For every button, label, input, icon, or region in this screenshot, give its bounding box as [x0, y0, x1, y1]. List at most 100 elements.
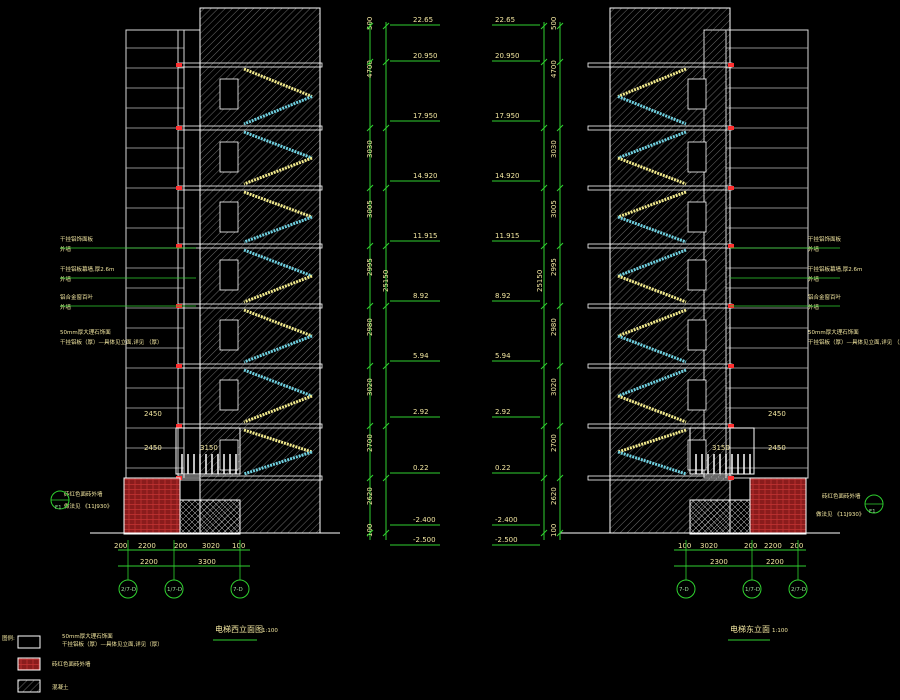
note-right: 外墙 — [808, 303, 820, 311]
slab-edge-marker — [176, 424, 182, 428]
grid-bubble — [676, 579, 696, 599]
stair-flight — [243, 394, 313, 424]
core-window — [687, 319, 707, 351]
stair-flight — [243, 67, 313, 98]
dim-label-right: 100 — [550, 524, 558, 537]
slab-edge-marker — [728, 186, 734, 190]
annotation-callouts: 干挂铝饰面板外墙干挂铝板幕墙,厚2.6m外墙铝合金窗百叶外墙50mm厚大理石饰面… — [60, 235, 900, 518]
stair-flight — [617, 190, 687, 219]
slab-edge-marker — [176, 364, 182, 368]
grid-label: 7-D — [679, 587, 689, 593]
span-label: 2450 — [144, 444, 162, 452]
base-note-right: 砖红色面砖外墙 — [822, 492, 861, 500]
hdim-right-bottom: 2200 — [766, 558, 784, 566]
elevation-left: -2.400 — [413, 516, 436, 524]
stair-flight — [243, 130, 313, 160]
section-label-left: F1 — [55, 505, 62, 511]
base-note-left: 做法见 《11J930》 — [64, 502, 112, 510]
elevation-right: 14.920 — [495, 172, 520, 180]
elevation-left: 8.92 — [413, 292, 429, 300]
core-window — [219, 141, 239, 173]
legend-brick: 砖红色面砖外墙 — [52, 660, 91, 668]
elevation-right: -2.500 — [495, 536, 518, 544]
stair-flight — [617, 308, 687, 338]
stair-flight — [617, 67, 687, 98]
stair-flight — [243, 190, 313, 219]
dim-label-left: 3005 — [366, 200, 374, 218]
dim-label-left: 2995 — [366, 258, 374, 276]
legend-swatch-hatch — [17, 679, 41, 693]
base-note-left: 砖红色面砖外墙 — [64, 490, 103, 498]
grid-bubble — [742, 579, 762, 599]
hdim-left: 3020 — [202, 542, 220, 550]
grid-label: 2/7-D — [121, 587, 136, 593]
core-window — [219, 78, 239, 110]
stair-flight — [243, 368, 313, 398]
hdim-right: 200 — [744, 542, 757, 550]
elevation-right: 17.950 — [495, 112, 520, 120]
dim-label-left: 100 — [366, 524, 374, 537]
dim-label-right: 2700 — [550, 434, 558, 452]
stair-flights — [219, 67, 313, 476]
hdim-left: 100 — [232, 542, 245, 550]
hdim-right: 2200 — [764, 542, 782, 550]
grid-label: 7-D — [233, 587, 243, 593]
stair-flight — [243, 215, 313, 244]
stair-flight — [617, 156, 687, 186]
hdim-left-bottom: 3300 — [198, 558, 216, 566]
core-window — [687, 259, 707, 291]
stair-flight — [617, 130, 687, 160]
span-label: 2450 — [768, 444, 786, 452]
slab-edge-marker — [176, 186, 182, 190]
total-height-right: 25150 — [536, 270, 544, 292]
slab-edge-marker — [176, 126, 182, 130]
stair-flight — [243, 95, 313, 126]
hdim-right: 100 — [678, 542, 691, 550]
stair-flight — [617, 394, 687, 424]
crosshatch-base-right — [689, 499, 751, 535]
grid-label: 1/7-D — [167, 587, 182, 593]
elevation-right: 22.65 — [495, 16, 515, 24]
note-right: 外墙 — [808, 275, 820, 283]
span-label: 3150 — [200, 444, 218, 452]
note-left: 干挂铝板（厚）—具体见立面,详见 （厚） — [60, 338, 163, 346]
entrance-canopy — [175, 427, 241, 475]
elevation-right: 0.22 — [495, 464, 511, 472]
grid-bubble — [788, 579, 808, 599]
note-right: 铝合金窗百叶 — [808, 293, 842, 301]
stair-flights-right — [617, 67, 707, 476]
left-elevation-title: 电梯西立面图 — [215, 624, 263, 634]
stair-flight — [617, 334, 687, 364]
dim-label-left: 500 — [366, 17, 374, 30]
note-left: 外墙 — [60, 303, 72, 311]
hdim-left: 200 — [114, 542, 127, 550]
total-height-left: 25150 — [382, 270, 390, 292]
dim-label-left: 3020 — [366, 378, 374, 396]
note-right: 外墙 — [808, 245, 820, 253]
stair-flight — [243, 248, 313, 278]
note-left: 干挂铝板幕墙,厚2.6m — [60, 265, 114, 273]
legend-swatch-plaster — [17, 635, 41, 649]
dim-label-right: 2980 — [550, 318, 558, 336]
elevation-right: 8.92 — [495, 292, 511, 300]
core-window — [219, 319, 239, 351]
slab-edge-marker — [728, 364, 734, 368]
elevation-left: 14.920 — [413, 172, 438, 180]
elevation-left: 2.92 — [413, 408, 429, 416]
core-window — [687, 439, 707, 471]
note-left: 外墙 — [60, 245, 72, 253]
core-window — [219, 201, 239, 233]
stair-flight — [243, 308, 313, 338]
material-legend: 图例: 50mm厚大理石饰面 干挂铝板（厚）—具体见立面,详见（厚） 砖红色面砖… — [2, 632, 163, 693]
floor-slabs-right — [587, 62, 734, 481]
slab-edge-marker — [176, 244, 182, 248]
west-elevation — [90, 7, 340, 535]
legend-plaster-line1: 50mm厚大理石饰面 — [62, 632, 113, 640]
note-left: 50mm厚大理石饰面 — [60, 328, 111, 336]
east-elevation — [560, 7, 840, 535]
elevation-right: 20.950 — [495, 52, 520, 60]
grid-bubble — [164, 579, 184, 599]
